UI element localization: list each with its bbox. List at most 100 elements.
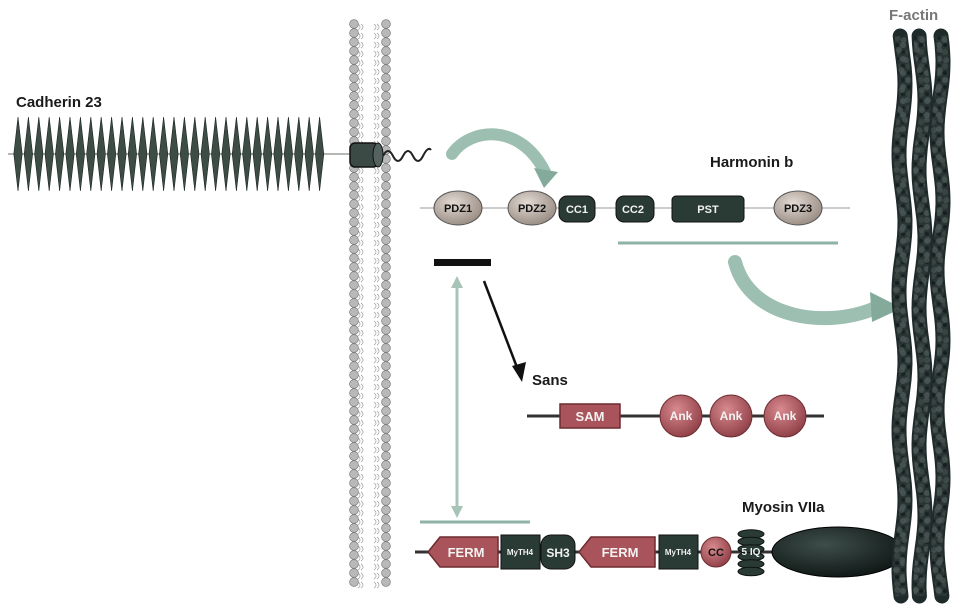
actin-monomer — [894, 127, 901, 133]
lipid-head-inner — [381, 451, 391, 461]
actin-monomer — [896, 327, 903, 333]
lipid-tail — [357, 527, 364, 535]
lipid-tail — [373, 32, 380, 40]
lipid-tail — [357, 77, 364, 85]
lipid-tail — [373, 482, 380, 490]
lipid-head-outer — [349, 478, 359, 488]
lipid-head-outer — [349, 388, 359, 398]
lipid-head-outer — [349, 235, 359, 245]
lipid-head-inner — [381, 289, 391, 299]
pdz2-domain — [507, 190, 557, 226]
lipid-tail — [373, 545, 380, 553]
cadherin-transmembrane — [349, 142, 432, 168]
cadherin-repeat — [231, 116, 241, 192]
actin-monomer — [916, 207, 923, 213]
cadherin-repeats — [13, 116, 325, 192]
lipid-tail — [357, 419, 364, 427]
lipid-tail — [357, 554, 364, 562]
actin-monomer — [897, 107, 904, 113]
actin-monomer — [937, 557, 944, 563]
pdz3-domain — [773, 190, 823, 226]
cc-label: CC — [708, 547, 724, 559]
actin-monomer — [937, 417, 944, 423]
actin-monomer — [939, 237, 946, 243]
actin-monomer — [919, 177, 926, 183]
lipid-head-outer — [349, 415, 359, 425]
lipid-tail — [373, 50, 380, 58]
lipid-tail — [373, 509, 380, 517]
lipid-head-outer — [349, 217, 359, 227]
actin-monomer — [898, 487, 905, 493]
lipid-head-inner — [381, 397, 391, 407]
actin-monomer — [894, 267, 901, 273]
transmembrane-cap — [372, 142, 384, 168]
actin-monomer — [904, 97, 911, 103]
lipid-head-outer — [349, 91, 359, 101]
lipid-tail — [357, 383, 364, 391]
actin-monomer — [913, 307, 920, 313]
actin-monomer — [934, 447, 941, 453]
lipid-head-inner — [381, 271, 391, 281]
lipid-head-inner — [381, 541, 391, 551]
lipid-tail — [373, 113, 380, 121]
lipid-head-inner — [381, 298, 391, 308]
sam-label: SAM — [576, 409, 605, 424]
actin-monomer — [921, 477, 928, 483]
iq-label: 5 IQ — [742, 547, 761, 558]
actin-monomer — [941, 37, 948, 43]
ank3-label: Ank — [774, 409, 797, 423]
lipid-tail — [373, 383, 380, 391]
actin-monomer — [924, 377, 931, 383]
lipid-tail — [373, 203, 380, 211]
lipid-tail — [373, 185, 380, 193]
actin-monomer — [918, 527, 925, 533]
lipid-tail — [373, 302, 380, 310]
actin-monomer — [942, 77, 949, 83]
cadherin-repeat — [55, 116, 65, 192]
pst-label: PST — [697, 204, 719, 216]
actin-monomer — [937, 257, 944, 263]
actin-monomer — [934, 167, 941, 173]
cadherin23-label: Cadherin 23 — [16, 94, 102, 111]
lipid-head-inner — [381, 262, 391, 272]
lipid-head-outer — [349, 559, 359, 569]
lipid-tail — [373, 131, 380, 139]
lipid-head-outer — [349, 397, 359, 407]
lipid-tail — [357, 401, 364, 409]
actin-monomer — [898, 367, 905, 373]
actin-monomer — [924, 497, 931, 503]
actin-monomer — [919, 317, 926, 323]
actin-monomer — [936, 47, 943, 53]
lipid-tail — [357, 221, 364, 229]
lipid-head-outer — [349, 172, 359, 182]
ferm2-label: FERM — [602, 545, 639, 560]
lipid-tail — [373, 212, 380, 220]
actin-monomer — [904, 357, 911, 363]
actin-monomer — [917, 487, 924, 493]
lipid-tail — [357, 113, 364, 121]
cadherin-repeat — [107, 116, 117, 192]
lipid-head-inner — [381, 244, 391, 254]
actin-monomer — [903, 377, 910, 383]
actin-monomer — [918, 387, 925, 393]
actin-monomer — [919, 37, 926, 43]
lipid-tail — [357, 311, 364, 319]
pdz1-interaction-bar — [434, 259, 491, 266]
actin-monomer — [893, 567, 900, 573]
lipid-head-outer — [349, 28, 359, 38]
actin-monomer — [914, 467, 921, 473]
cadherin-repeat — [221, 116, 231, 192]
sam-domain — [559, 403, 621, 429]
lipid-tail — [357, 86, 364, 94]
cc-domain — [700, 536, 732, 568]
actin-monomer — [936, 487, 943, 493]
lipid-tail — [357, 428, 364, 436]
actin-monomer — [937, 137, 944, 143]
lipid-head-inner — [381, 415, 391, 425]
factin-strand-texture — [893, 35, 911, 597]
factin-strand-texture — [913, 35, 931, 597]
lipid-tail — [357, 446, 364, 454]
actin-monomer — [903, 477, 910, 483]
lipid-head-inner — [381, 109, 391, 119]
actin-monomer — [894, 447, 901, 453]
